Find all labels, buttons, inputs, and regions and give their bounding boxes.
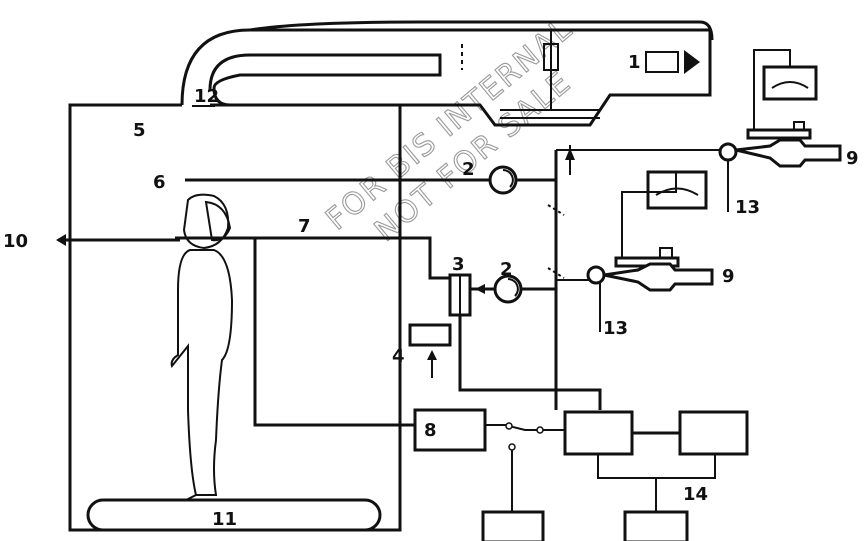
label-4: 4	[392, 346, 405, 367]
label-14: 14	[683, 484, 708, 505]
output-box-1	[481, 510, 545, 541]
meter-lower-lead	[621, 172, 677, 258]
inlet-unit-4	[408, 323, 452, 347]
label-10: 10	[3, 231, 28, 252]
meter-upper-lead	[753, 49, 791, 130]
switch-contact-b-icon	[536, 426, 544, 434]
flow-tube-lower	[603, 262, 714, 292]
label-7: 7	[298, 216, 311, 237]
test-subject-figure	[170, 193, 234, 501]
test-chamber	[68, 103, 402, 532]
label-8: 8	[424, 420, 437, 441]
meter-upper-dial-icon	[771, 81, 809, 89]
label-2-upper: 2	[462, 159, 475, 180]
filter-signal-line	[458, 315, 602, 410]
subject-mask-icon	[204, 200, 232, 242]
label-2-lower: 2	[500, 259, 513, 280]
label-11: 11	[212, 509, 237, 530]
label-5: 5	[133, 120, 146, 141]
output-box-2	[623, 510, 689, 541]
label-12: 12	[194, 86, 219, 107]
valve-upper-icon	[718, 142, 738, 162]
recorder-box-2	[678, 410, 749, 456]
pump-upper-rotor-icon	[502, 169, 514, 188]
recorder-box-1	[563, 410, 634, 456]
inlet-arrow-icon	[427, 350, 437, 360]
switch-contact-a-icon	[505, 422, 513, 430]
label-9-lower: 9	[722, 266, 735, 287]
watermark: FOR BIS INTERNAL NOT FOR SALE	[319, 10, 580, 249]
fan-icon	[684, 50, 700, 74]
sensor-line	[253, 238, 415, 427]
flow-tube-upper	[735, 138, 842, 168]
sample-line-7	[175, 236, 450, 280]
label-13-upper: 13	[735, 197, 760, 218]
flow-arrow-icon	[475, 284, 485, 294]
output-bus	[597, 454, 716, 512]
treadmill	[86, 498, 382, 532]
valve-lower-icon	[586, 265, 606, 285]
switch-contact-c-icon	[508, 443, 516, 451]
meter-upper-base	[746, 128, 812, 140]
duct-upper-edge	[249, 20, 714, 41]
label-13-lower: 13	[603, 318, 628, 339]
air-duct	[180, 28, 712, 127]
label-3: 3	[452, 254, 465, 275]
subject-body	[170, 249, 234, 496]
meter-lower-knob	[659, 247, 673, 259]
label-6: 6	[153, 172, 166, 193]
meter-upper-knob	[793, 121, 805, 131]
label-1: 1	[628, 52, 641, 73]
label-9-upper: 9	[846, 148, 859, 169]
fan-motor	[645, 51, 679, 73]
switch-line	[485, 424, 565, 431]
pump-lower-rotor-icon	[507, 278, 519, 297]
air-supply-arrow-icon	[56, 234, 66, 246]
upward-arrow-icon	[565, 148, 575, 160]
subject-head	[182, 193, 230, 250]
control-box-8	[413, 408, 487, 452]
